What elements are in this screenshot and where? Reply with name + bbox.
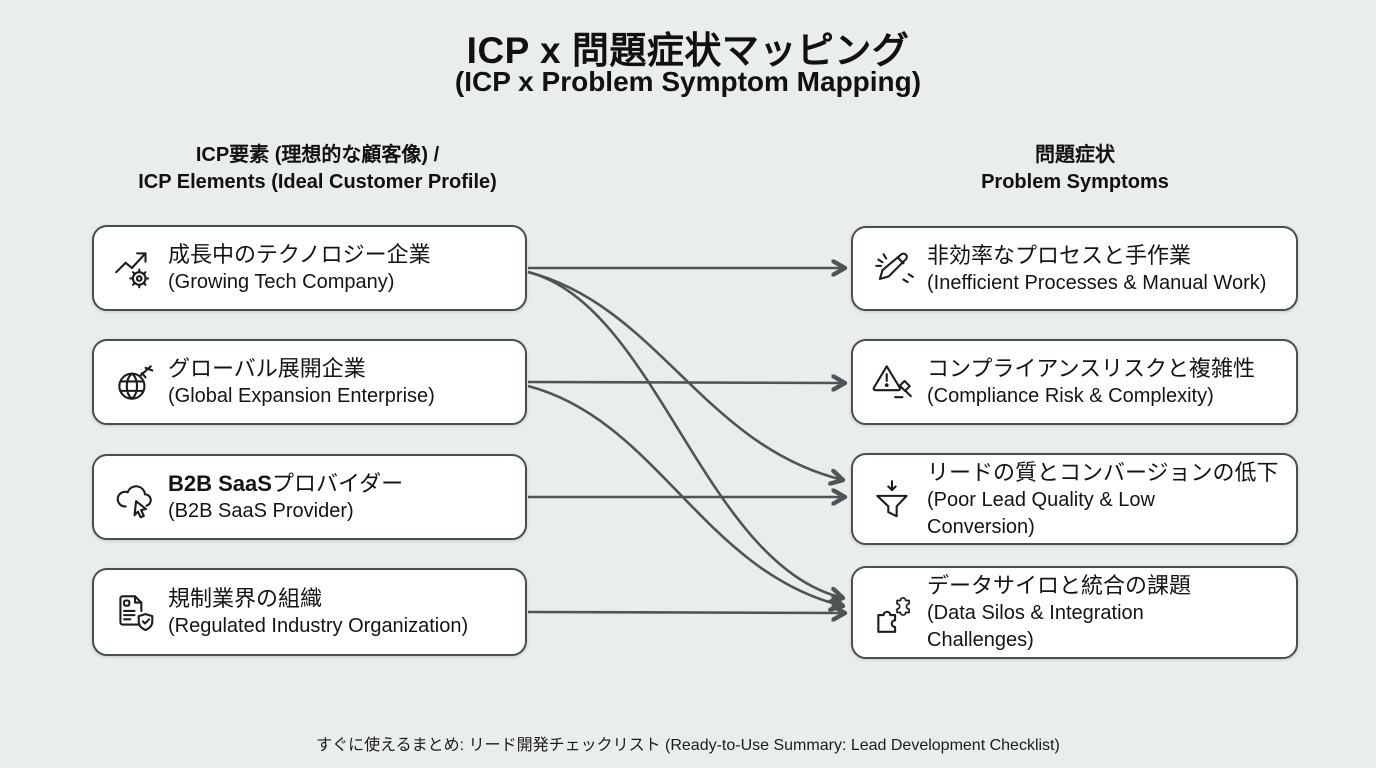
icp-box-regulated-industry: 規制業界の組織 (Regulated Industry Organization…: [92, 568, 527, 656]
globe-plane-icon: [108, 359, 160, 405]
icp-column-header: ICP要素 (理想的な顧客像) / ICP Elements (Ideal Cu…: [80, 142, 555, 196]
icp-box-b2b-saas: B2B SaaSプロバイダー (B2B SaaS Provider): [92, 454, 527, 540]
box-label-ja: 非効率なプロセスと手作業: [927, 242, 1192, 268]
box-label-ja: B2B SaaSプロバイダー: [168, 471, 404, 496]
symptom-column-header-en: Problem Symptoms: [981, 171, 1169, 193]
pencil-sparks-icon: [867, 246, 919, 292]
connector-arrow-3-to-3: [527, 612, 845, 613]
funnel-down-arrow-icon: [867, 476, 919, 522]
box-label-en: (Global Expansion Enterprise): [168, 385, 435, 407]
symptom-box-data-silos: データサイロと統合の課題 (Data Silos & Integration C…: [851, 566, 1298, 659]
icp-column-header-ja: ICP要素 (理想的な顧客像) /: [195, 144, 440, 166]
box-label-en: (B2B SaaS Provider): [168, 500, 354, 522]
connector-arrow-1-to-1: [527, 382, 845, 383]
cloud-cursor-icon: [108, 474, 160, 520]
box-label-en: (Poor Lead Quality & Low Conversion): [927, 488, 1155, 538]
box-label-en: (Growing Tech Company): [168, 271, 395, 293]
page-title: ICP x 問題症状マッピング: [466, 30, 910, 71]
icp-column-header-en: ICP Elements (Ideal Customer Profile): [138, 171, 497, 193]
icp-box-global-expansion: グローバル展開企業 (Global Expansion Enterprise): [92, 339, 527, 425]
puzzle-pieces-icon: [867, 590, 919, 636]
footer-note: すぐに使えるまとめ: リード開発チェックリスト (Ready-to-Use Su…: [316, 737, 1060, 754]
box-label-ja: コンプライアンスリスクと複雑性: [927, 356, 1256, 381]
page-subtitle: (ICP x Problem Symptom Mapping): [454, 66, 922, 97]
box-label-en: (Compliance Risk & Complexity): [927, 385, 1214, 407]
box-label-ja: グローバル展開企業: [168, 356, 366, 381]
box-label-en: (Data Silos & Integration Challenges): [927, 602, 1144, 651]
symptom-column-header-ja: 問題症状: [1035, 144, 1115, 166]
connector-arrow-1-to-3: [527, 384, 843, 606]
symptom-box-inefficient-processes: 非効率なプロセスと手作業 (Inefficient Processes & Ma…: [851, 226, 1298, 311]
box-label-ja: 規制業界の組織: [168, 586, 323, 611]
growth-gear-icon: [108, 245, 160, 291]
warning-gavel-icon: [867, 359, 919, 405]
box-label-ja-bold: B2B SaaS: [168, 471, 272, 496]
connector-arrow-0-to-2: [527, 270, 843, 480]
box-label-ja: データサイロと統合の課題: [927, 573, 1192, 598]
connector-arrow-0-to-3: [527, 270, 843, 598]
document-shield-icon: [108, 589, 160, 635]
symptom-column-header: 問題症状 Problem Symptoms: [855, 142, 1295, 196]
box-label-en: (Inefficient Processes & Manual Work): [927, 271, 1267, 294]
symptom-box-poor-lead-quality: リードの質とコンバージョンの低下 (Poor Lead Quality & Lo…: [851, 453, 1298, 545]
box-label-ja: リードの質とコンバージョンの低下: [927, 459, 1279, 485]
icp-box-growing-tech: 成長中のテクノロジー企業 (Growing Tech Company): [92, 225, 527, 311]
box-label-ja: 成長中のテクノロジー企業: [168, 242, 431, 267]
box-label-en: (Regulated Industry Organization): [168, 615, 469, 637]
symptom-box-compliance-risk: コンプライアンスリスクと複雑性 (Compliance Risk & Compl…: [851, 339, 1298, 425]
